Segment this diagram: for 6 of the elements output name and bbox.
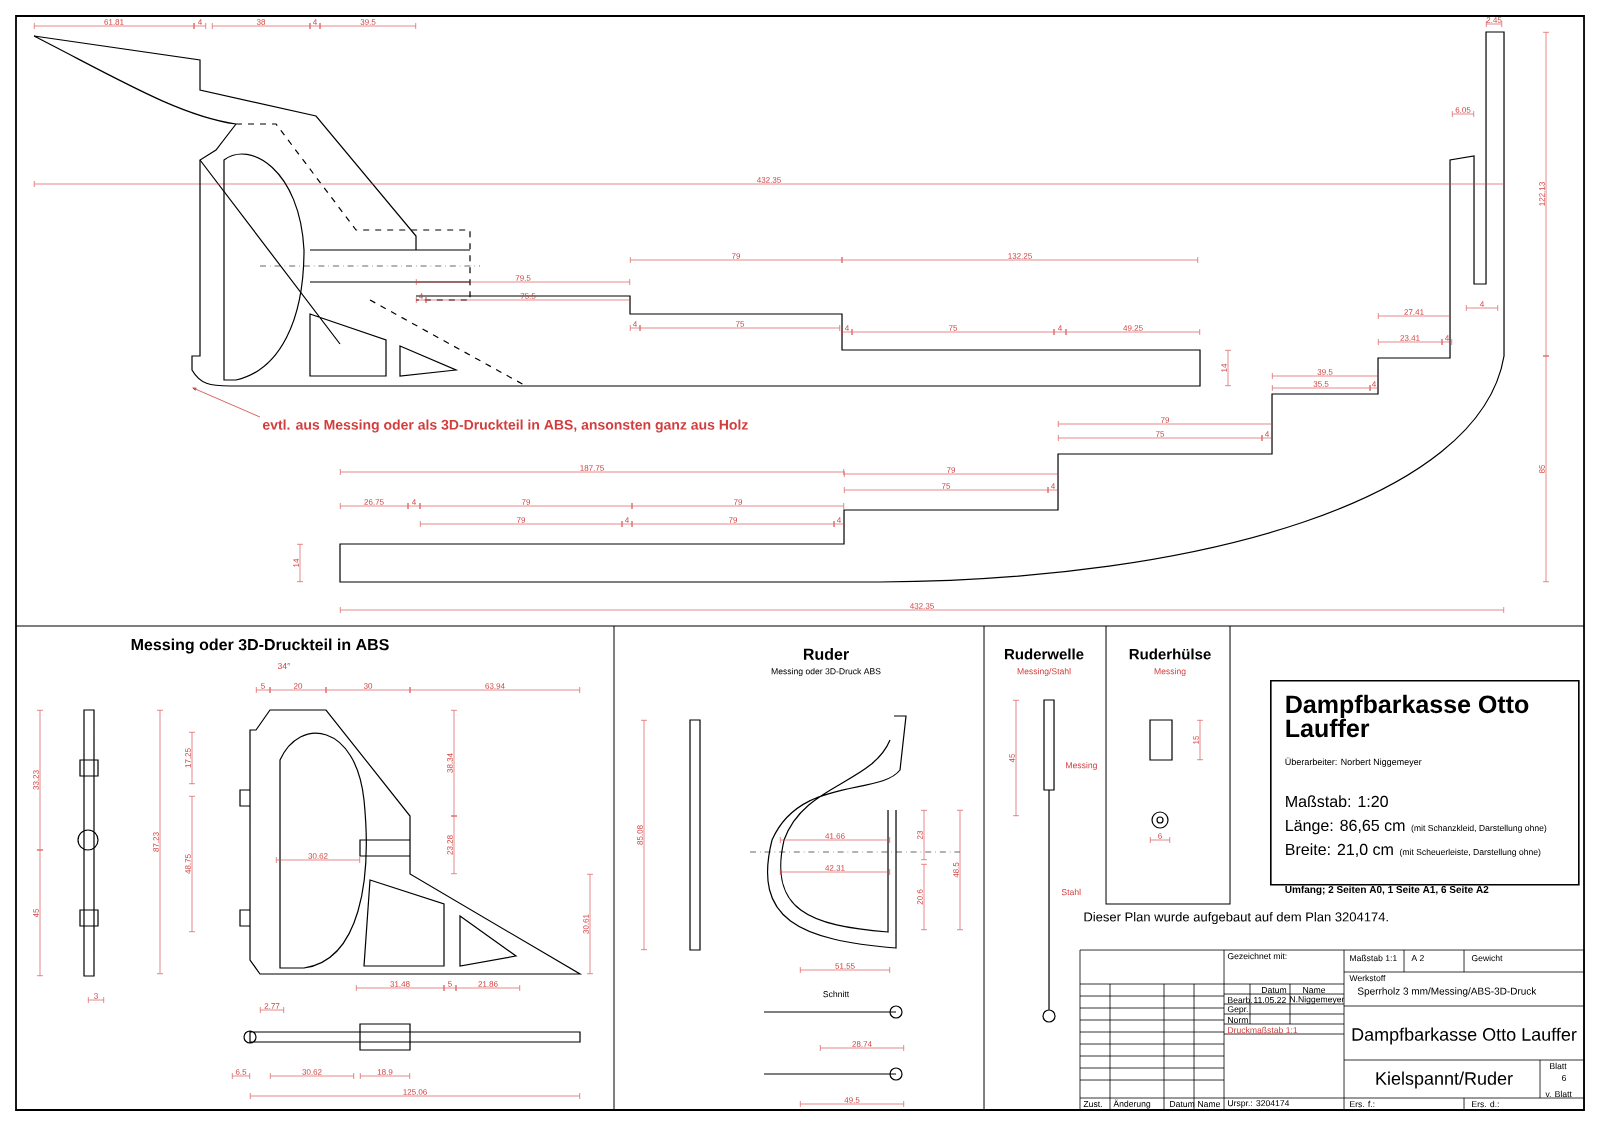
note-text: Dampfbarkasse Otto Lauffer (1352, 1027, 1577, 1045)
heading: Ruder (803, 648, 849, 660)
heading: Messing oder 3D-Druckteil in ABS (131, 638, 389, 654)
note-text: Kielspannt/Ruder (1376, 1071, 1513, 1089)
rib-part-drawing (191, 123, 305, 387)
leader-line (192, 387, 261, 418)
